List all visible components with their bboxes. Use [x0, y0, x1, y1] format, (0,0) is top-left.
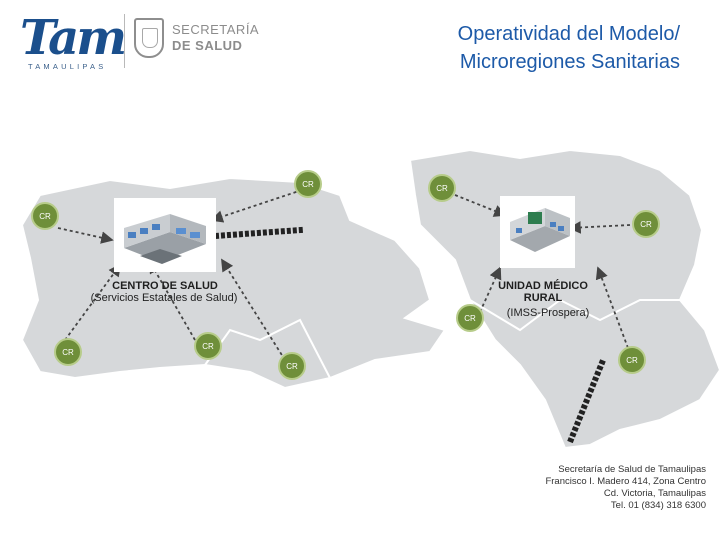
referral-arrow — [479, 266, 502, 313]
cr-node — [632, 210, 660, 238]
cr-node-label: CR — [62, 348, 74, 357]
footer-line-2: Francisco I. Madero 414, Zona Centro — [545, 476, 706, 487]
referral-arrow — [595, 266, 629, 349]
footer-line-3: Cd. Victoria, Tamaulipas — [603, 488, 706, 499]
decorative-label-mark — [567, 357, 607, 444]
cr-node-label: CR — [202, 342, 214, 351]
header: Tam TAMAULIPAS SECRETARÍA DE SALUD Opera… — [0, 0, 720, 98]
cr-node-label: CR — [640, 220, 652, 229]
map-internal-border — [204, 318, 331, 379]
cr-node — [428, 174, 456, 202]
cr-node — [294, 170, 322, 198]
decorative-label-mark — [214, 226, 305, 239]
map-internal-border — [469, 298, 680, 332]
cr-node-label: CR — [464, 314, 476, 323]
centro-de-salud-subtitle: (Servicios Estatales de Salud) — [90, 292, 238, 304]
cr-node — [456, 304, 484, 332]
logo-subtext: TAMAULIPAS — [28, 62, 107, 71]
referral-arrow — [210, 189, 303, 223]
cr-node — [194, 332, 222, 360]
logo-wordmark: Tam — [20, 10, 127, 66]
cr-node — [618, 346, 646, 374]
logo-divider — [124, 14, 125, 68]
cr-node — [278, 352, 306, 380]
cr-node — [31, 202, 59, 230]
footer-contact: Secretaría de Salud de Tamaulipas Franci… — [446, 464, 706, 512]
referral-arrow — [454, 194, 507, 217]
imss-clinic-building-icon — [500, 196, 575, 268]
title-line-2: Microregiones Sanitarias — [459, 51, 680, 73]
cr-node-label: CR — [286, 362, 298, 371]
cr-node-label: CR — [39, 212, 51, 221]
cr-node-label: CR — [436, 184, 448, 193]
cr-node-label: CR — [302, 180, 314, 189]
coat-of-arms-icon — [134, 18, 164, 58]
slide-title: Operatividad del Modelo/ Microregiones S… — [300, 20, 680, 76]
de-salud-label: DE SALUD — [172, 38, 243, 53]
cr-node — [54, 338, 82, 366]
referral-arrow — [221, 258, 286, 361]
cr-node-label: CR — [626, 356, 638, 365]
title-line-1: Operatividad del Modelo/ — [457, 23, 680, 45]
umr-label-line-1: UNIDAD MÉDICO — [498, 280, 588, 292]
footer-line-4: Tel. 01 (834) 318 6300 — [610, 500, 706, 511]
centro-de-salud-label: CENTRO DE SALUD — [112, 280, 218, 292]
health-center-building-icon — [114, 198, 216, 272]
secretaria-label: SECRETARÍA — [172, 22, 260, 37]
referral-arrow — [568, 221, 631, 234]
footer-line-1: Secretaría de Salud de Tamaulipas — [558, 464, 706, 475]
umr-subtitle: (IMSS-Prospera) — [506, 307, 590, 319]
umr-label-line-2: RURAL — [523, 292, 563, 304]
tamaulipas-logo: Tam TAMAULIPAS SECRETARÍA DE SALUD — [14, 10, 259, 71]
